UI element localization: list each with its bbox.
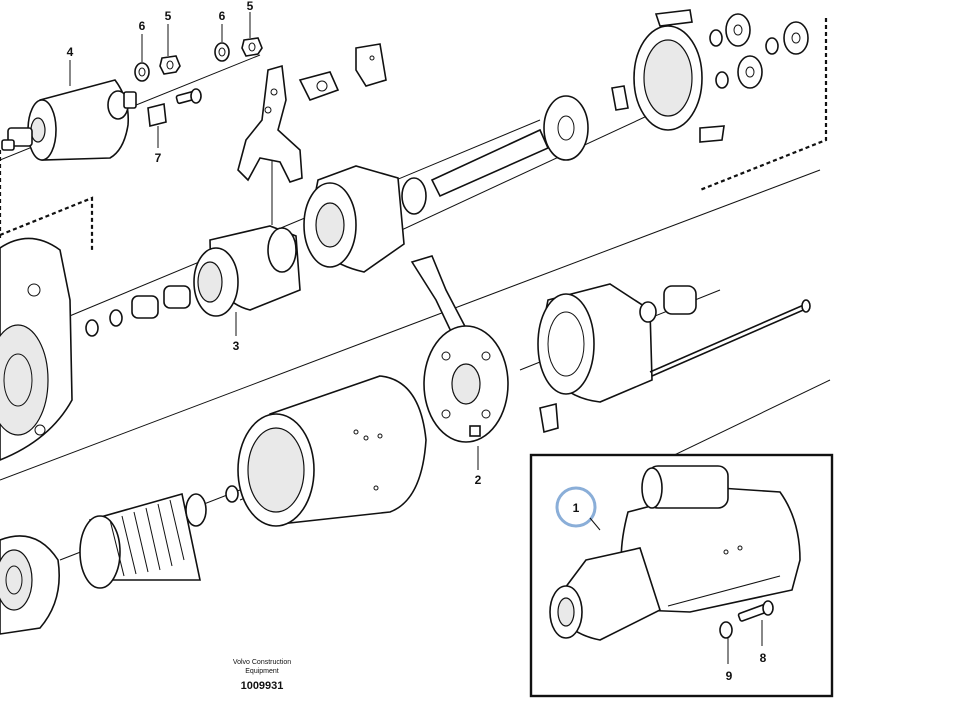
dashed-guide-lines: [0, 18, 828, 634]
callout-5b: 5: [247, 0, 254, 13]
rings-bushings: [85, 285, 191, 337]
callout-9: 9: [726, 669, 733, 683]
callout-labels: 1 2 3 4 5 5 6 6 7 8 9: [67, 0, 767, 683]
caption-company-line2: Equipment: [245, 668, 279, 675]
inset-assembled-view: [529, 453, 834, 698]
planet-gear-ring: [611, 9, 725, 143]
callout-5a: 5: [165, 9, 172, 23]
callout-6b: 6: [219, 9, 226, 23]
output-shaft: [430, 95, 589, 198]
drive-end-shield: [0, 535, 60, 635]
callout-2: 2: [475, 473, 482, 487]
callout-3: 3: [233, 339, 240, 353]
highlight-circle: [555, 486, 597, 528]
drawing-caption: Volvo Construction Equipment 1009931: [233, 659, 291, 692]
shift-fork-lever: [237, 64, 303, 225]
callout-4: 4: [67, 45, 74, 59]
bushing-through-bolt: [639, 285, 811, 377]
linkage-parts: [298, 43, 387, 101]
drive-end-housing: [0, 237, 73, 461]
intermediate-cover: [303, 165, 427, 273]
callout-1: 1: [573, 501, 580, 515]
brush-holder-2: [410, 255, 509, 443]
planet-gears: [709, 13, 809, 89]
leader-lines: [69, 12, 763, 664]
caption-drawing-number: 1009931: [241, 680, 284, 692]
field-frame-yoke: [237, 375, 427, 527]
commutator-end-cover: [537, 283, 653, 434]
callout-6a: 6: [139, 19, 146, 33]
washer-nut-set: [134, 37, 263, 82]
solenoid-part: [1, 79, 137, 161]
armature: [79, 485, 239, 589]
pinion-clutch-3: [193, 225, 301, 317]
callout-8: 8: [760, 651, 767, 665]
caption-company: Volvo Construction: [233, 659, 291, 666]
bracket-screw-7: [147, 88, 202, 127]
callout-7: 7: [155, 151, 162, 165]
